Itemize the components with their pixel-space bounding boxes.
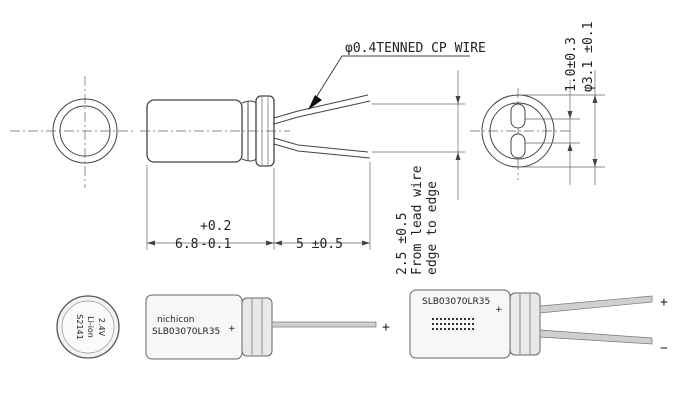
length-nominal: 6.8 bbox=[175, 237, 198, 252]
pitch-dimension: 2.5 ±0.5 From lead wire edge to edge bbox=[372, 70, 465, 275]
end-view-left bbox=[10, 76, 135, 188]
lot-code-dots bbox=[432, 318, 474, 330]
photo-plus: + bbox=[495, 305, 503, 315]
lead-length: 5 ±0.5 bbox=[296, 237, 343, 252]
wire-note: φ0.4TENNED CP WIRE bbox=[345, 41, 486, 56]
length-tol-plus: +0.2 bbox=[200, 219, 231, 234]
side-plus: + bbox=[228, 324, 236, 334]
side-part: SLB03070LR35 bbox=[152, 327, 220, 337]
side-brand: nichicon bbox=[157, 315, 195, 325]
end-chem: Li-ion bbox=[86, 316, 95, 338]
right-dimensions: 1.0±0.3 φ3.1 ±0.1 bbox=[518, 22, 605, 185]
pitch-note-2: edge to edge bbox=[425, 181, 440, 275]
length-tol-minus: -0.1 bbox=[200, 237, 231, 252]
end-code: S2141 bbox=[75, 314, 84, 339]
diameter-dim: φ3.1 ±0.1 bbox=[581, 22, 596, 92]
wire-offset-dim: 1.0±0.3 bbox=[564, 37, 579, 92]
end-voltage: 2.4V bbox=[97, 318, 106, 337]
pitch-note-1: From lead wire bbox=[410, 165, 425, 275]
photo-lead-minus: − bbox=[660, 341, 668, 356]
photo-lead-plus: + bbox=[660, 295, 668, 310]
side-lead-plus: + bbox=[382, 320, 390, 335]
wire-note-leader: φ0.4TENNED CP WIRE bbox=[308, 41, 486, 110]
side-view-body bbox=[140, 95, 290, 167]
marked-end-view: 2.4V Li-ion S2141 bbox=[56, 295, 120, 359]
end-view-right bbox=[470, 88, 570, 180]
photo-part: SLB03070LR35 bbox=[422, 297, 490, 307]
length-dimension: 6.8 +0.2 -0.1 bbox=[146, 162, 371, 252]
marked-photo-view: SLB03070LR35 + + − bbox=[409, 289, 668, 359]
lead-length-dimension: 5 ±0.5 bbox=[274, 237, 370, 252]
pitch-value: 2.5 ±0.5 bbox=[395, 212, 410, 275]
lead-wires bbox=[273, 94, 371, 159]
marked-side-view: nichicon SLB03070LR35 + + bbox=[145, 294, 390, 360]
